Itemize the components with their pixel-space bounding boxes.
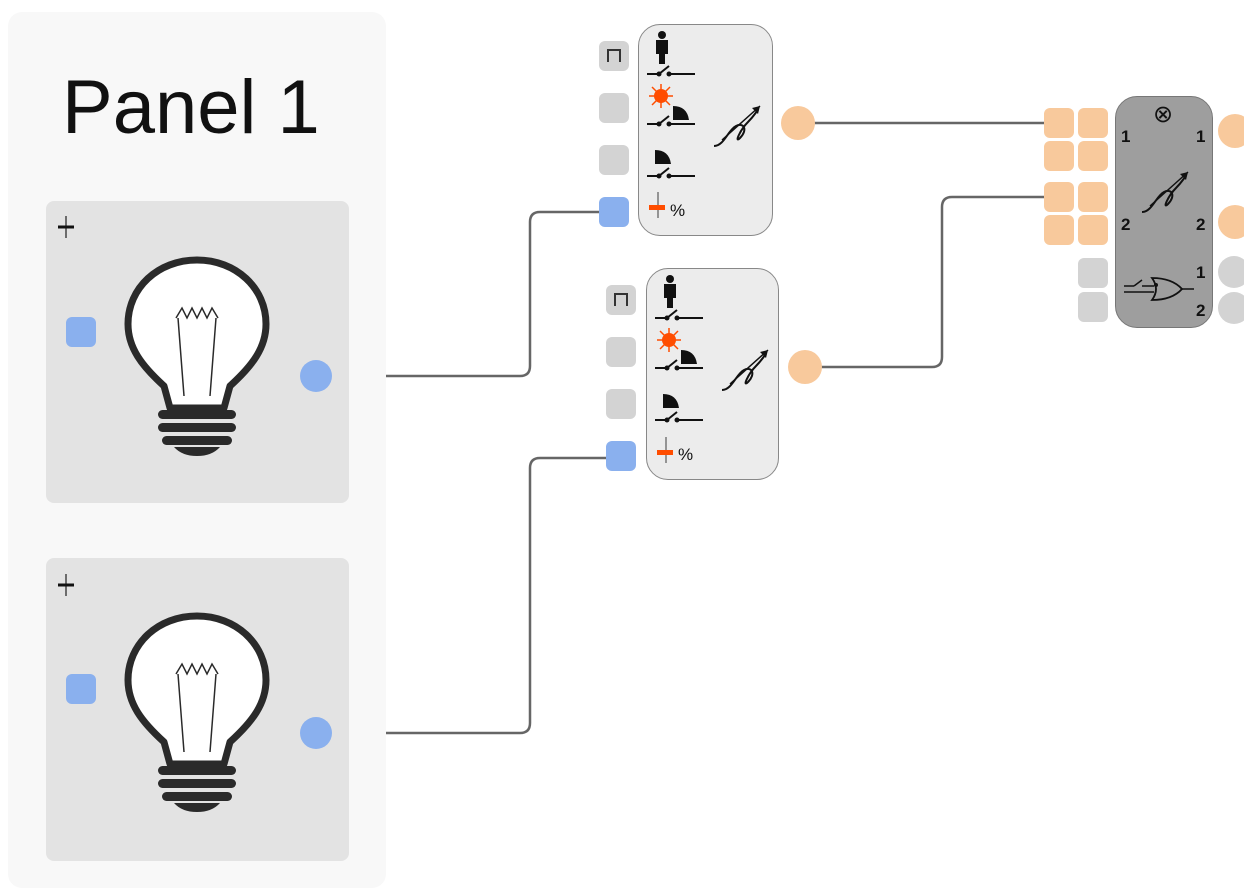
logic-right-label-3: 1: [1196, 263, 1206, 282]
sensor-switch-icon: [655, 394, 703, 423]
pulse-icon: [607, 49, 621, 62]
dimmer-1-value-port[interactable]: [599, 197, 629, 227]
logic-input-1c[interactable]: [1044, 141, 1074, 171]
lamp-symbol-icon: ⊗: [1153, 100, 1174, 128]
panel-title: Panel 1: [62, 65, 320, 150]
logic-right-label-2: 2: [1196, 215, 1206, 234]
dimmer-icon: [713, 105, 761, 147]
logic-module[interactable]: [1115, 96, 1213, 328]
logic-output-1[interactable]: [1218, 114, 1244, 148]
dimmer-2-input-2[interactable]: [606, 337, 636, 367]
lamp-1-input-port[interactable]: [66, 317, 96, 347]
logic-input-1a[interactable]: [1044, 108, 1074, 138]
logic-input-2c[interactable]: [1044, 215, 1074, 245]
lamp-2-output-port[interactable]: [300, 717, 332, 749]
pulse-icon: [614, 293, 628, 306]
wire-lamp1-to-dimmer1: [316, 210, 610, 378]
dimmer-2-pulse-port[interactable]: [606, 285, 636, 315]
logic-left-label-1: 1: [1121, 127, 1131, 146]
or-gate-switch-icon: [1124, 277, 1194, 301]
logic-output-2[interactable]: [1218, 205, 1244, 239]
presence-switch-icon: [647, 31, 695, 77]
wire-dimmer2-to-logic: [806, 195, 1062, 369]
dimmer-2-output-port[interactable]: [788, 350, 822, 384]
light-bulb-icon: [124, 612, 270, 812]
logic-input-1b[interactable]: [1078, 108, 1108, 138]
minus-icon[interactable]: [56, 214, 76, 240]
wire-lamp2-to-dimmer2: [316, 456, 620, 735]
minus-icon[interactable]: [56, 572, 76, 598]
presence-switch-icon: [655, 275, 703, 321]
logic-input-2a[interactable]: [1044, 182, 1074, 212]
dimmer-1-input-2[interactable]: [599, 93, 629, 123]
dimmer-1-input-3[interactable]: [599, 145, 629, 175]
logic-input-2d[interactable]: [1078, 215, 1108, 245]
logic-switch-output-1[interactable]: [1218, 256, 1244, 288]
logic-switch-output-2[interactable]: [1218, 292, 1244, 324]
logic-switch-input-1[interactable]: [1078, 258, 1108, 288]
logic-left-label-2: 2: [1121, 215, 1131, 234]
logic-right-label-1: 1: [1196, 127, 1206, 146]
lamp-1-output-port[interactable]: [300, 360, 332, 392]
dimmer-2-value-port[interactable]: [606, 441, 636, 471]
sensor-switch-icon: [647, 150, 695, 179]
percent-label: %: [678, 445, 694, 464]
logic-input-1d[interactable]: [1078, 141, 1108, 171]
logic-right-label-4: 2: [1196, 301, 1206, 320]
light-sensor-switch-icon: [647, 84, 695, 127]
percent-label: %: [670, 201, 686, 220]
logic-input-2b[interactable]: [1078, 182, 1108, 212]
dimmer-icon: [721, 349, 769, 391]
percent-slider-icon: [649, 192, 665, 218]
light-sensor-switch-icon: [655, 328, 703, 371]
dimmer-icon: [1141, 171, 1189, 213]
percent-slider-icon: [657, 437, 673, 463]
dimmer-1-output-port[interactable]: [781, 106, 815, 140]
dimmer-1-pulse-port[interactable]: [599, 41, 629, 71]
dimmer-2-input-3[interactable]: [606, 389, 636, 419]
lamp-2-input-port[interactable]: [66, 674, 96, 704]
logic-switch-input-2[interactable]: [1078, 292, 1108, 322]
light-bulb-icon: [124, 256, 270, 456]
